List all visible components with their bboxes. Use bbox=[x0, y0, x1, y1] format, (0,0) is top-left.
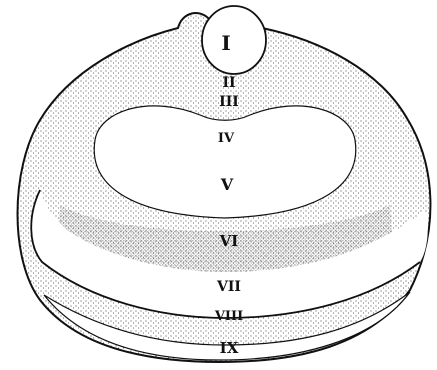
label-IX: IX bbox=[220, 339, 239, 357]
label-VI: VI bbox=[219, 232, 239, 250]
label-I: I bbox=[221, 31, 230, 55]
top-oval bbox=[202, 6, 266, 74]
central-cavity bbox=[94, 106, 355, 218]
label-III: III bbox=[219, 94, 239, 110]
label-VII: VII bbox=[216, 279, 241, 295]
label-VIII: VIII bbox=[214, 309, 243, 324]
label-V: V bbox=[220, 175, 234, 194]
label-II: II bbox=[222, 75, 235, 91]
label-IV: IV bbox=[218, 131, 235, 146]
